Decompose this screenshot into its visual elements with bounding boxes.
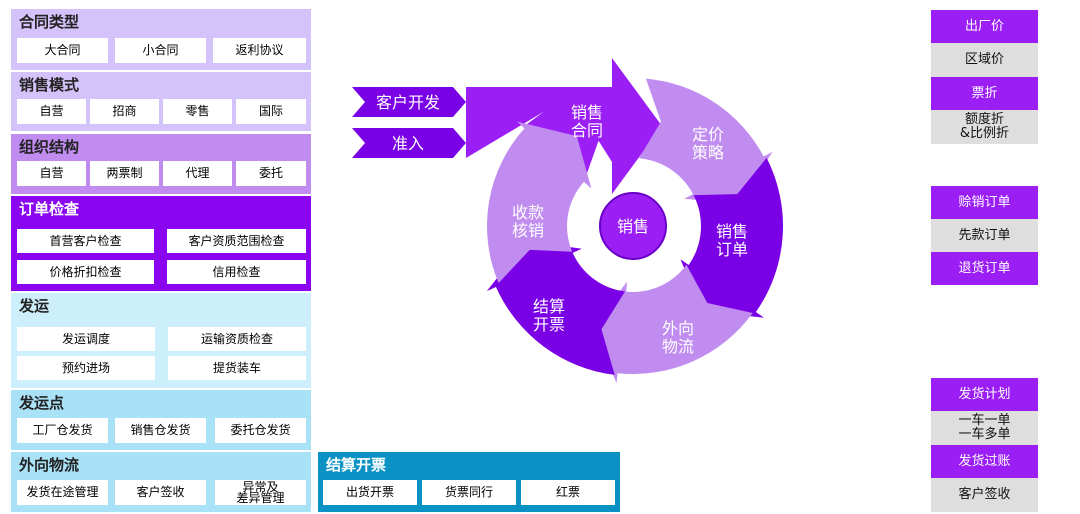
center-hub [599,192,667,260]
pricing-regional-price[interactable]: 区域价 [931,43,1038,77]
outbound-logistics-panel: 外向物流 发货在途管理 客户签收 异常及 差异管理 [11,452,311,512]
entry-arrow-access[interactable] [352,128,466,158]
entry-arrow-customer-dev[interactable] [352,87,466,117]
shipping-appointment[interactable]: 预约进场 [17,356,155,380]
segment-label: 结算开票 [533,297,565,334]
contract-types-panel: 合同类型 大合同 小合同 返利协议 [11,9,311,70]
segment-label: 销售合同 [571,103,603,140]
delivery-plan[interactable]: 发货计划 [931,378,1038,411]
check-first-customer[interactable]: 首营客户检查 [17,229,154,253]
check-customer-qualification[interactable]: 客户资质范围检查 [167,229,306,253]
pricing-quota-ratio-discount[interactable]: 额度折 &比例折 [931,110,1038,144]
segment-label: 销售订单 [716,222,748,259]
shipping-panel: 发运 发运调度 运输资质检查 预约进场 提货装车 [11,293,311,388]
delivery-posting[interactable]: 发货过账 [931,445,1038,478]
segment-sales-contract[interactable] [466,58,662,194]
panel-title: 销售模式 [19,76,80,94]
org-two-ticket[interactable]: 两票制 [90,161,159,186]
panel-title: 组织结构 [19,138,80,156]
logistics-exception[interactable]: 异常及 差异管理 [215,480,306,505]
segment-sales-order[interactable] [680,157,784,318]
panel-title: 外向物流 [19,456,80,474]
panel-title: 结算开票 [326,456,387,474]
shipping-transport-qualification[interactable]: 运输资质检查 [168,327,306,351]
contract-type-small[interactable]: 小合同 [115,38,206,63]
sales-mode-merchant[interactable]: 招商 [90,99,159,124]
delivery-customer-receipt[interactable]: 客户签收 [931,478,1038,512]
segment-outbound-logistics[interactable] [592,264,753,384]
contract-type-rebate[interactable]: 返利协议 [213,38,306,63]
center-label: 销售 [617,217,649,236]
sales-mode-self[interactable]: 自营 [17,99,86,124]
panel-title: 合同类型 [19,13,80,31]
order-credit-sales[interactable]: 赊销订单 [931,186,1038,219]
settlement-shipping-invoice[interactable]: 出货开票 [323,480,417,505]
shipping-dispatch[interactable]: 发运调度 [17,327,155,351]
segment-settlement-invoice[interactable] [486,241,625,375]
order-return[interactable]: 退货订单 [931,252,1038,285]
panel-title: 发运 [19,297,50,315]
entry-arrow-label: 准入 [392,134,424,153]
org-self[interactable]: 自营 [17,161,86,186]
panel-title: 发运点 [19,394,65,412]
shipping-points-panel: 发运点 工厂仓发货 销售仓发货 委托仓发货 [11,390,311,450]
check-price-discount[interactable]: 价格折扣检查 [17,260,154,284]
check-credit[interactable]: 信用检查 [167,260,306,284]
pricing-factory-price[interactable]: 出厂价 [931,10,1038,43]
entry-arrow-label: 客户开发 [376,93,440,112]
order-prepayment[interactable]: 先款订单 [931,219,1038,252]
segment-label: 收款核销 [512,203,544,240]
contract-type-big[interactable]: 大合同 [17,38,108,63]
segment-collection-writeoff[interactable] [487,121,592,284]
segment-label: 外向物流 [662,319,694,356]
settlement-panel: 结算开票 出货开票 货票同行 红票 [318,452,620,512]
order-check-panel: 订单检查 首营客户检查 客户资质范围检查 价格折扣检查 信用检查 [11,196,311,291]
shipping-point-entrusted-warehouse[interactable]: 委托仓发货 [215,418,306,443]
panel-title: 订单检查 [19,200,80,218]
pricing-invoice-discount[interactable]: 票折 [931,77,1038,110]
sales-modes-panel: 销售模式 自营 招商 零售 国际 [11,72,311,131]
settlement-goods-with-invoice[interactable]: 货票同行 [422,480,516,505]
logistics-customer-receipt[interactable]: 客户签收 [115,480,206,505]
org-entrust[interactable]: 委托 [236,161,306,186]
delivery-one-car-orders[interactable]: 一车一单 一车多单 [931,411,1038,445]
settlement-red-invoice[interactable]: 红票 [521,480,615,505]
segment-pricing-strategy[interactable] [638,78,773,204]
org-structure-panel: 组织结构 自营 两票制 代理 委托 [11,134,311,194]
logistics-in-transit[interactable]: 发货在途管理 [17,480,108,505]
segment-label: 定价策略 [692,125,724,162]
shipping-loading[interactable]: 提货装车 [168,356,306,380]
sales-mode-retail[interactable]: 零售 [163,99,232,124]
shipping-point-factory[interactable]: 工厂仓发货 [17,418,108,443]
shipping-point-sales-warehouse[interactable]: 销售仓发货 [115,418,206,443]
sales-mode-international[interactable]: 国际 [236,99,306,124]
org-agent[interactable]: 代理 [163,161,232,186]
